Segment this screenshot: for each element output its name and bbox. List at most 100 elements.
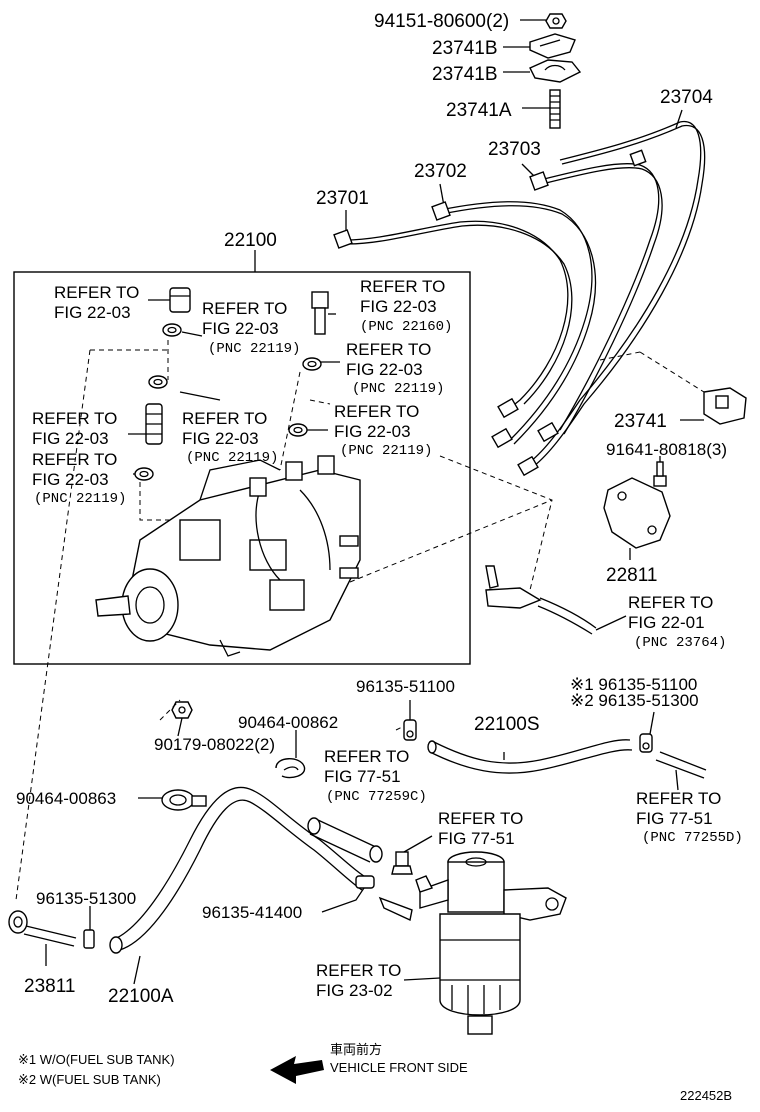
label-96135-41400: 96135-41400 [202, 903, 302, 922]
refer-block-11: REFER TO FIG 77-51 [438, 809, 523, 848]
svg-text:FIG 22-03: FIG 22-03 [54, 303, 131, 322]
svg-text:FIG 22-01: FIG 22-01 [628, 613, 705, 632]
fuel-hose-22100a[interactable] [109, 786, 371, 954]
clip-96135-right[interactable] [639, 733, 653, 753]
stud-bolt-23741a[interactable] [549, 89, 561, 129]
bolt-91641[interactable] [653, 461, 667, 487]
nut-90179[interactable] [171, 701, 193, 719]
svg-text:REFER TO: REFER TO [628, 593, 713, 612]
label-90464-00862: 90464-00862 [238, 713, 338, 732]
svg-text:FIG 22-03: FIG 22-03 [32, 429, 109, 448]
label-23704: 23704 [660, 87, 713, 108]
svg-text:FIG 22-03: FIG 22-03 [346, 360, 423, 379]
connector-fitting[interactable] [145, 403, 163, 445]
svg-text:(PNC 22119): (PNC 22119) [352, 381, 444, 397]
label-22100s: 22100S [474, 714, 540, 735]
footnote-1: ※1 W/O(FUEL SUB TANK) [18, 1052, 175, 1067]
svg-text:FIG 22-03: FIG 22-03 [32, 470, 109, 489]
svg-text:FIG 22-03: FIG 22-03 [182, 429, 259, 448]
svg-text:REFER TO: REFER TO [54, 283, 139, 302]
fuel-filter-assembly[interactable] [378, 851, 567, 1035]
gasket-ring-3[interactable] [302, 357, 322, 371]
direction-label-jp: 車両前方 [330, 1042, 382, 1057]
label-23741a: 23741A [446, 100, 512, 121]
refer-block-4: REFER TO FIG 22-03 (PNC 22119) [346, 340, 444, 397]
refer-block-1: REFER TO FIG 22-03 [54, 283, 139, 322]
diagram-id: 222452B [680, 1088, 732, 1103]
svg-text:REFER TO: REFER TO [32, 409, 117, 428]
injection-pump-assembly-box [13, 271, 471, 665]
delivery-valve-holder[interactable] [311, 291, 329, 335]
label-22100: 22100 [224, 230, 277, 251]
svg-text:FIG 77-51: FIG 77-51 [636, 809, 713, 828]
bracket-22811[interactable] [603, 477, 671, 549]
svg-text:(PNC 77255D): (PNC 77255D) [642, 830, 743, 846]
label-94151: 94151-80600(2) [374, 11, 509, 32]
svg-text:FIG 22-03: FIG 22-03 [334, 422, 411, 441]
svg-text:REFER TO: REFER TO [360, 277, 445, 296]
clip-96135-41400[interactable] [355, 875, 375, 889]
gasket-ring-5[interactable] [134, 467, 154, 481]
pipe-nuts [333, 149, 647, 477]
fitting-bolt-77-51[interactable] [391, 851, 413, 875]
svg-text:REFER TO: REFER TO [334, 402, 419, 421]
label-23741b-upper: 23741B [432, 38, 498, 59]
injection-pump-body[interactable] [95, 455, 361, 657]
label-96135-51100: 96135-51100 [356, 677, 455, 696]
refer-block-5: REFER TO FIG 22-03 (PNC 22119) [334, 402, 432, 459]
refer-block-12: REFER TO FIG 77-51 (PNC 77255D) [636, 789, 743, 846]
svg-text:(PNC 22160): (PNC 22160) [360, 319, 452, 335]
label-90464-00863: 90464-00863 [16, 789, 116, 808]
short-hose-piece[interactable] [307, 817, 383, 863]
label-22100a: 22100A [108, 986, 174, 1007]
plug-part-top-left[interactable] [169, 287, 191, 313]
clamp-90464-00863[interactable] [161, 789, 207, 811]
refer-block-10: REFER TO FIG 77-51 (PNC 77259C) [324, 747, 427, 805]
svg-text:REFER TO: REFER TO [32, 450, 117, 469]
label-23741: 23741 [614, 411, 667, 432]
label-22811: 22811 [606, 565, 657, 586]
label-23701: 23701 [316, 188, 369, 209]
pipe-clamp-23741[interactable] [703, 387, 747, 425]
fuel-tube-right[interactable] [655, 751, 707, 779]
svg-text:FIG 77-51: FIG 77-51 [438, 829, 515, 848]
refer-block-13: REFER TO FIG 23-02 [316, 961, 401, 1000]
nut-94151[interactable] [545, 13, 567, 29]
svg-text:REFER TO: REFER TO [636, 789, 721, 808]
refer-block-2: REFER TO FIG 22-03 (PNC 22160) [360, 277, 452, 335]
refer-block-9: REFER TO FIG 22-01 (PNC 23764) [628, 593, 726, 651]
label-note1-code: ※1 96135-51100 [570, 675, 697, 694]
refer-block-8: REFER TO FIG 22-03 (PNC 22119) [32, 450, 126, 507]
footnote-2: ※2 W(FUEL SUB TANK) [18, 1072, 161, 1087]
gasket-ring-2[interactable] [148, 375, 168, 389]
refer-block-6: REFER TO FIG 22-03 [32, 409, 117, 448]
svg-text:(PNC 23764): (PNC 23764) [634, 635, 726, 651]
refer-block-3: REFER TO FIG 22-03 (PNC 22119) [202, 299, 300, 357]
gasket-ring-4[interactable] [288, 423, 308, 437]
gasket-ring-1[interactable] [162, 323, 182, 337]
svg-text:REFER TO: REFER TO [182, 409, 267, 428]
svg-text:(PNC 22119): (PNC 22119) [186, 450, 278, 466]
clip-90464-00862[interactable] [275, 758, 306, 779]
label-23702: 23702 [414, 161, 467, 182]
svg-text:FIG 22-03: FIG 22-03 [360, 297, 437, 316]
label-96135-51300: 96135-51300 [36, 889, 136, 908]
fuel-tube-23811[interactable] [8, 910, 95, 949]
clip-96135-51100[interactable] [403, 719, 417, 741]
svg-text:REFER TO: REFER TO [202, 299, 287, 318]
refer-block-7: REFER TO FIG 22-03 (PNC 22119) [182, 409, 278, 466]
label-23741b-lower: 23741B [432, 64, 498, 85]
fuel-hose-22100s[interactable] [427, 739, 633, 774]
clamp-23741b-lower[interactable] [529, 59, 582, 83]
label-90179: 90179-08022(2) [154, 735, 275, 754]
svg-text:FIG 77-51: FIG 77-51 [324, 767, 401, 786]
svg-text:(PNC 22119): (PNC 22119) [208, 341, 300, 357]
svg-text:FIG 23-02: FIG 23-02 [316, 981, 393, 1000]
label-91641: 91641-80818(3) [606, 440, 727, 459]
overflow-tee-fitting[interactable] [485, 565, 597, 635]
svg-text:FIG 22-03: FIG 22-03 [202, 319, 279, 338]
clamp-23741b-upper[interactable] [529, 33, 576, 59]
injection-pipes[interactable] [344, 120, 706, 467]
svg-text:(PNC 22119): (PNC 22119) [340, 443, 432, 459]
